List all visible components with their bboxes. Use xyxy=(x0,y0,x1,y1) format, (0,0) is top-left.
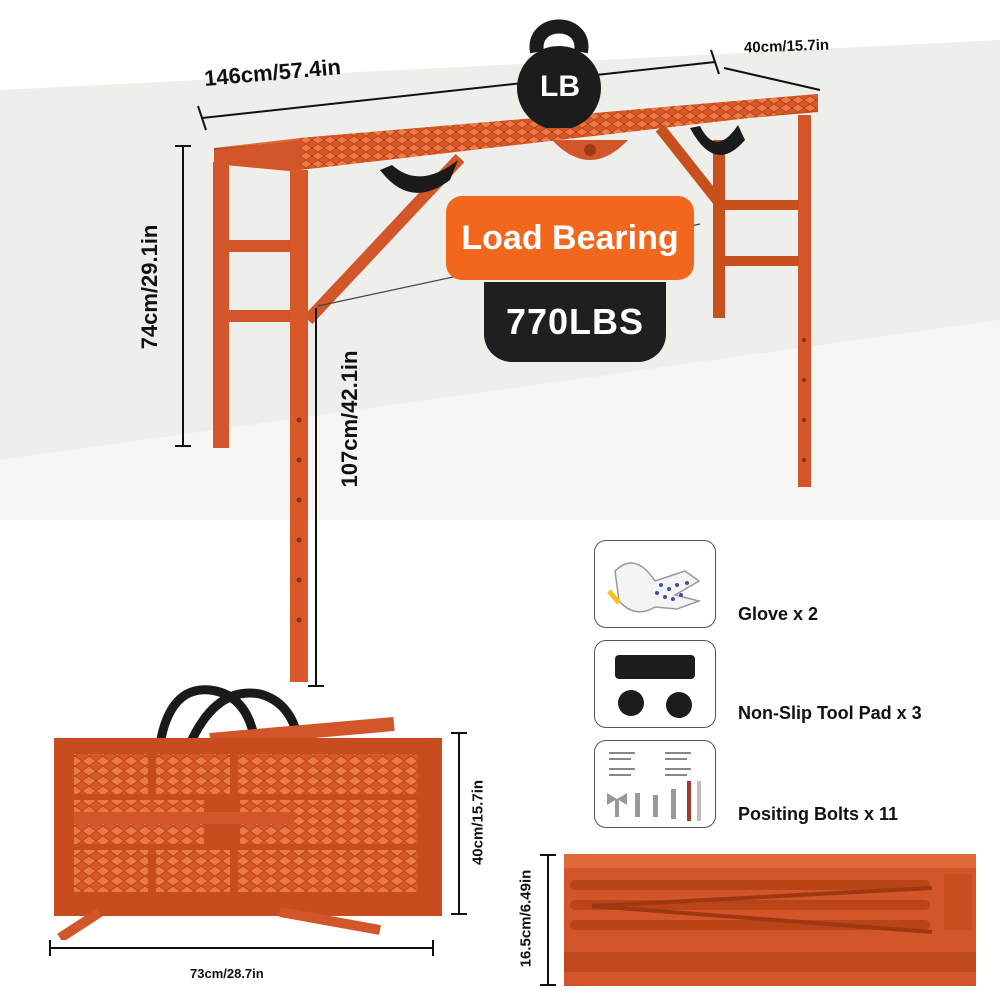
glove-icon xyxy=(607,562,702,613)
kettlebell-icon xyxy=(517,19,601,128)
dim-folded-length: 73cm/28.7in xyxy=(190,966,264,981)
tool-pad-thumbnail xyxy=(594,640,716,728)
folded-table-mesh-view xyxy=(54,685,442,940)
folded-table-side-view xyxy=(564,854,976,986)
glove-thumbnail xyxy=(594,540,716,628)
dim-height-min: 74cm/29.1in xyxy=(137,224,162,350)
bolt-thumbnail xyxy=(594,740,716,828)
accessory-label-glove: Glove x 2 xyxy=(738,604,819,624)
dim-table-depth: 40cm/15.7in xyxy=(743,36,830,57)
accessory-label-bolts: Positing Bolts x 11 xyxy=(738,804,899,824)
dim-folded-width: 40cm/15.7in xyxy=(469,779,487,866)
dim-height-max: 107cm/42.1in xyxy=(337,350,362,488)
bolt-icon xyxy=(607,752,701,821)
tool-pad-icon xyxy=(615,655,695,718)
dim-folded-thickness: 16.5cm/6.49in xyxy=(517,869,535,968)
load-bearing-value: 770LBS xyxy=(484,282,666,362)
load-bearing-title: Load Bearing xyxy=(446,196,694,280)
weight-badge-text: LB xyxy=(540,70,580,103)
accessory-label-tool-pad: Non-Slip Tool Pad x 3 xyxy=(738,703,922,723)
